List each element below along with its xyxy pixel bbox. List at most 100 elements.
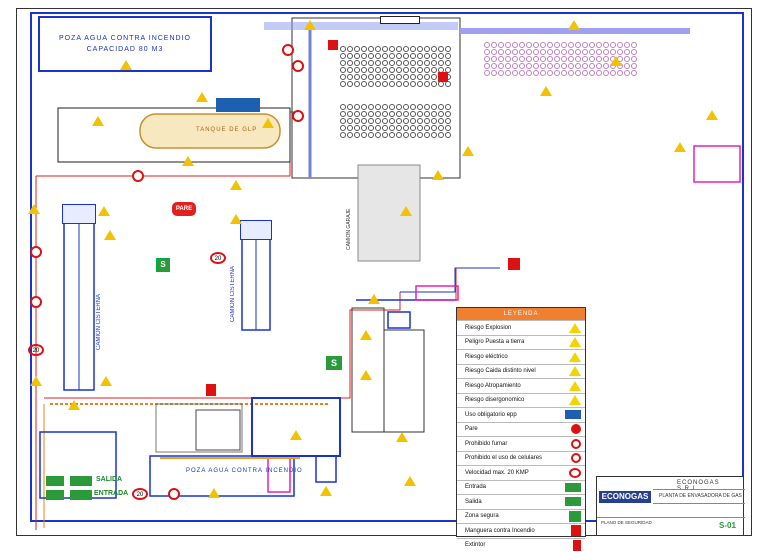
legend-row: Riesgo disergonomico — [457, 393, 585, 408]
legend-row: Riesgo Caida distinto nivel — [457, 364, 585, 379]
warning-icon — [540, 86, 552, 96]
legend-row: Entrada — [457, 480, 585, 495]
legend-item-label: Salida — [465, 499, 482, 505]
truck-label-1: CAMION CISTERNA — [96, 230, 106, 350]
exit-arrow-icon — [70, 476, 92, 486]
legend-item-label: Riesgo eléctrico — [465, 354, 508, 360]
entry-arrow-icon — [46, 490, 64, 500]
cylinder-storage-grid-lower — [340, 104, 451, 138]
mandatory-ppe-icon — [565, 410, 581, 419]
no-smoking-icon — [168, 488, 180, 500]
safe-zone-icon: S — [326, 356, 342, 370]
cylinder-storage-grid — [340, 46, 451, 87]
legend-item-label: Manguera contra Incendio — [465, 528, 535, 534]
legend-row: Uso obligatorio epp — [457, 407, 585, 422]
warning-icon — [569, 337, 581, 347]
no-smoking-icon — [571, 439, 581, 449]
warning-icon — [98, 206, 110, 216]
no-smoking-icon — [292, 110, 304, 122]
legend-row: Prohibido el uso de celulares — [457, 451, 585, 466]
legend-item-label: Entrada — [465, 484, 486, 490]
project-title: PLANTA DE ENVASADORA DE GAS — [659, 493, 742, 499]
warning-icon — [92, 116, 104, 126]
truck-cab-2 — [240, 220, 272, 240]
warning-icon — [569, 352, 581, 362]
warning-icon — [569, 395, 581, 405]
warning-icon — [360, 330, 372, 340]
exit-label: SALIDA — [96, 476, 122, 483]
legend-item-label: Extintor — [465, 542, 485, 548]
legend-row: Riesgo Explosion — [457, 320, 585, 335]
safe-zone-icon — [569, 511, 581, 522]
warning-icon — [30, 376, 42, 386]
legend-item-label: Riesgo Explosion — [465, 325, 511, 331]
warning-icon — [290, 430, 302, 440]
entrance-label: ENTRADA — [94, 490, 128, 497]
truck-label-2: CAMION CISTERNA — [230, 232, 240, 322]
legend-row: Riesgo Atropamiento — [457, 378, 585, 393]
legend-row: Salida — [457, 494, 585, 509]
speed-limit-icon: 20 — [28, 344, 44, 356]
fire-extinguisher-icon — [573, 540, 581, 551]
legend-item-label: Zona segura — [465, 513, 499, 519]
title-block: ECONOGAS S.R.L. ECONOGAS PLANTA DE ENVAS… — [596, 476, 744, 536]
legend-item-label: Riesgo Caida distinto nivel — [465, 368, 536, 374]
no-smoking-icon — [30, 246, 42, 258]
warning-icon — [360, 370, 372, 380]
legend-item-label: Velocidad max. 20 KMP — [465, 470, 529, 476]
legend-item-label: Riesgo disergonomico — [465, 397, 524, 403]
warning-icon — [182, 156, 194, 166]
warning-icon — [120, 60, 132, 70]
truck-cab-1 — [62, 204, 96, 224]
warning-icon — [400, 206, 412, 216]
warning-icon — [404, 476, 416, 486]
warning-icon — [432, 170, 444, 180]
legend-row: Zona segura — [457, 509, 585, 524]
warning-icon — [706, 110, 718, 120]
warning-icon — [674, 142, 686, 152]
legend-panel: LEYENDA Riesgo Explosion Peligro Puesta … — [456, 307, 586, 537]
legend-row: Velocidad max. 20 KMP — [457, 465, 585, 480]
warning-icon — [368, 294, 380, 304]
legend-item-label: Peligro Puesta a tierra — [465, 339, 524, 345]
exit-sign-icon — [565, 497, 581, 506]
company-logo: ECONOGAS — [599, 491, 651, 503]
warning-icon — [569, 366, 581, 376]
fire-extinguisher-icon — [328, 40, 338, 50]
title-block-divider — [597, 517, 745, 518]
fire-extinguisher-icon — [438, 72, 448, 82]
legend-row: Riesgo eléctrico — [457, 349, 585, 364]
warning-icon — [569, 381, 581, 391]
exit-arrow-icon — [46, 476, 64, 486]
warning-icon — [104, 230, 116, 240]
warning-icon — [396, 432, 408, 442]
warning-icon — [68, 400, 80, 410]
no-phone-icon — [30, 296, 42, 308]
no-smoking-icon — [132, 170, 144, 182]
speed-limit-icon: 20 — [210, 252, 226, 264]
camion-garaje-label: CAMION GARAJE — [346, 190, 356, 250]
no-phone-icon — [282, 44, 294, 56]
entry-arrow-icon — [70, 490, 92, 500]
warning-icon — [262, 118, 274, 128]
fire-extinguisher-icon — [508, 258, 520, 270]
legend-item-label: Pare — [465, 426, 478, 432]
fire-hose-icon — [571, 525, 581, 536]
entrance-sign-icon — [565, 483, 581, 492]
sheet-number: S-01 — [719, 521, 736, 530]
tank-label: TANQUE DE GLP — [196, 127, 257, 133]
legend-item-label: Riesgo Atropamiento — [465, 383, 521, 389]
warning-icon — [100, 376, 112, 386]
warning-icon — [569, 323, 581, 333]
legend-item-label: Uso obligatorio epp — [465, 412, 517, 418]
plan-title: PLANO DE SEGURIDAD — [601, 520, 652, 525]
legend-row: Manguera contra Incendio — [457, 523, 585, 538]
warning-icon — [610, 56, 622, 66]
warning-icon — [568, 20, 580, 30]
stop-sign: PARE — [172, 202, 196, 216]
warning-icon — [230, 180, 242, 190]
warning-icon — [196, 92, 208, 102]
stop-icon — [571, 424, 581, 434]
mandatory-ppe-icon — [216, 98, 260, 112]
warning-icon — [28, 204, 40, 214]
